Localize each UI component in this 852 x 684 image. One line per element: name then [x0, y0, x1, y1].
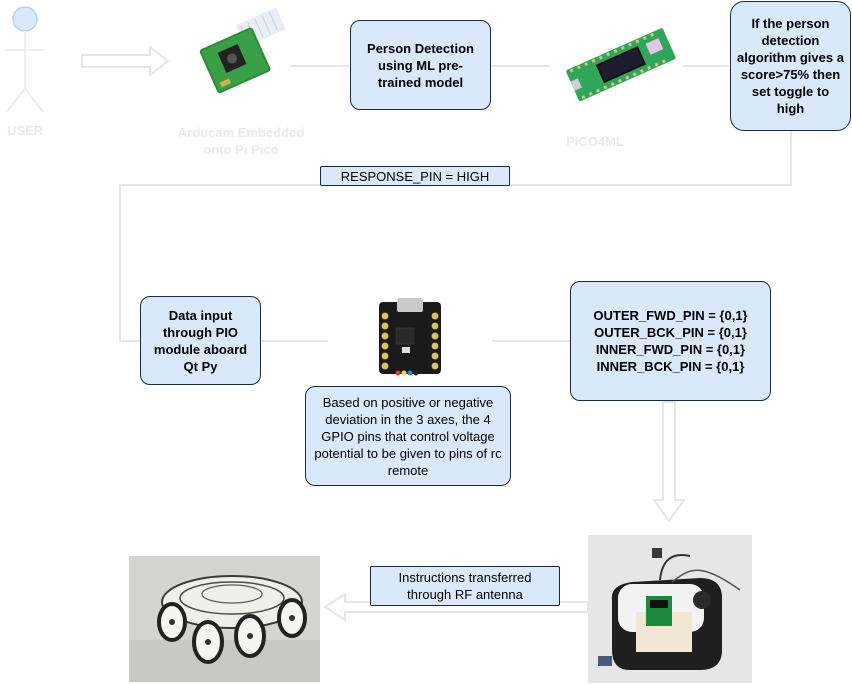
rf-label[interactable]: Instructions transferred through RF ante… — [370, 566, 560, 606]
rc-remote-photo — [588, 535, 752, 683]
user-label: USER — [6, 123, 44, 138]
qtpy-board-photo — [379, 298, 441, 376]
pin-line-inner-bck: INNER_BCK_PIN = {0,1} — [596, 359, 745, 374]
person-detection-text: Person Detection using ML pre-trained mo… — [367, 40, 474, 90]
response-pin-text: RESPONSE_PIN = HIGH — [340, 168, 490, 184]
camera-caption: Arducam Embedded onto Pi Pico — [177, 125, 305, 157]
pins-box[interactable]: OUTER_FWD_PIN = {0,1} OUTER_BCK_PIN = {0… — [570, 281, 771, 401]
threshold-box[interactable]: If the person detection algorithm gives … — [730, 1, 851, 131]
pin-line-inner-fwd: INNER_FWD_PIN = {0,1} — [595, 342, 746, 357]
response-pin-label[interactable]: RESPONSE_PIN = HIGH — [320, 166, 510, 186]
pins-to-remote-arrow — [652, 401, 686, 523]
camera-module-photo — [199, 7, 286, 94]
pico4ml-caption: PICO4ML — [566, 134, 624, 149]
rf-text: Instructions transferred through RF ante… — [398, 570, 532, 602]
rc-car-photo — [129, 556, 320, 682]
pin-line-outer-fwd: OUTER_FWD_PIN = {0,1} — [593, 308, 748, 323]
pico4ml-board-photo — [566, 28, 676, 102]
person-detection-box[interactable]: Person Detection using ML pre-trained mo… — [350, 20, 491, 110]
data-input-text: Data input through PIO module aboard Qt … — [153, 307, 248, 374]
response-loop-connector — [119, 131, 792, 342]
gpio-description-box[interactable]: Based on positive or negative deviation … — [305, 386, 511, 486]
gpio-description-text: Based on positive or negative deviation … — [314, 394, 502, 478]
threshold-text: If the person detection algorithm gives … — [737, 16, 844, 116]
remote-to-car-arrow — [323, 592, 589, 622]
connectors — [81, 44, 792, 622]
user-actor-icon — [6, 6, 44, 113]
user-to-camera-arrow — [81, 44, 170, 78]
data-input-box[interactable]: Data input through PIO module aboard Qt … — [140, 296, 261, 385]
pin-line-outer-bck: OUTER_BCK_PIN = {0,1} — [594, 325, 747, 340]
